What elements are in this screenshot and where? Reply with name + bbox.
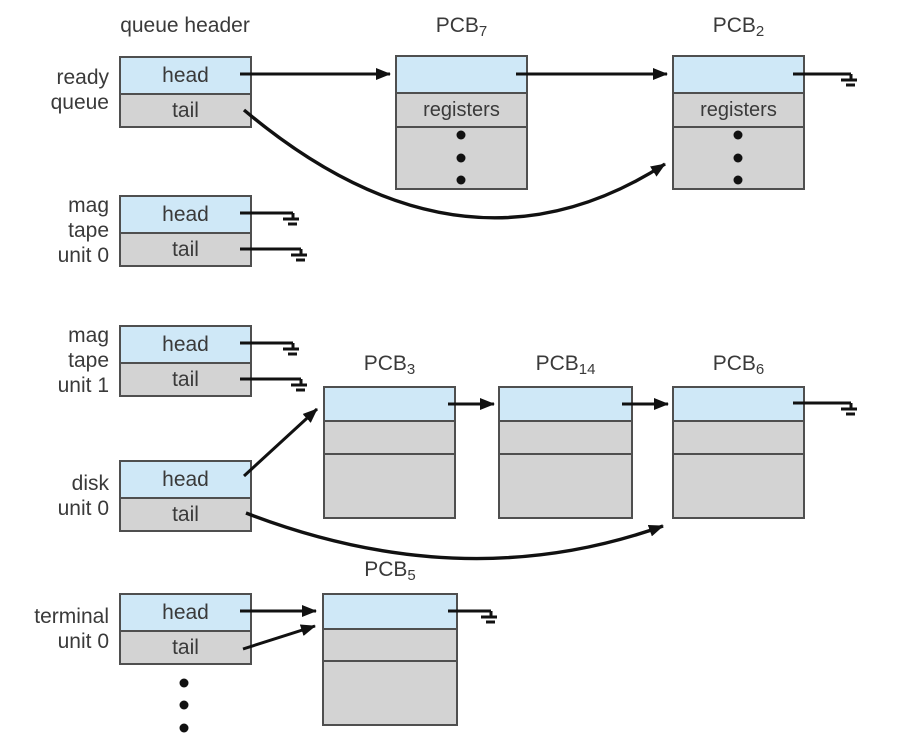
pcb6-title: PCB6	[672, 352, 805, 378]
pcb14-box	[498, 386, 633, 519]
pcb-body-cell	[500, 453, 631, 517]
tail-cell: tail	[121, 232, 250, 265]
ground-icon	[481, 611, 497, 624]
queue-box-mag-tape-1: head tail	[119, 325, 252, 397]
pcb3-title-text: PCB	[363, 352, 407, 375]
ground-icon	[283, 213, 299, 226]
label-line: unit 0	[57, 244, 109, 267]
ground-icon	[283, 343, 299, 356]
pcb-registers-cell	[325, 420, 454, 453]
ground-icon	[291, 249, 307, 262]
pcb-registers-cell	[324, 628, 456, 660]
pcb14-title: PCB14	[498, 352, 633, 378]
pcb-body-cell	[674, 453, 803, 517]
label-disk-unit-0: disk unit 0	[0, 471, 109, 521]
label-line: queue	[50, 91, 109, 114]
pcb14-title-text: PCB	[535, 352, 579, 375]
pcb6-box	[672, 386, 805, 519]
ground-icon	[841, 74, 857, 87]
pcb-registers-cell: registers	[674, 92, 803, 126]
queue-box-mag-tape-0: head tail	[119, 195, 252, 267]
pcb-link-cell	[500, 388, 631, 420]
pcb-body-cell	[324, 660, 456, 724]
pcb-link-cell	[397, 57, 526, 92]
label-line: tape	[68, 349, 109, 372]
label-ready-queue: ready queue	[0, 65, 109, 115]
head-cell: head	[121, 595, 250, 630]
pcb-registers-cell: registers	[397, 92, 526, 126]
label-line: terminal	[34, 605, 109, 628]
label-line: unit 0	[57, 630, 109, 653]
head-cell: head	[121, 58, 250, 93]
pcb3-title: PCB3	[323, 352, 456, 378]
pcb5-title: PCB5	[322, 558, 458, 584]
label-line: tape	[68, 219, 109, 242]
pcb2-title-text: PCB	[712, 14, 756, 37]
pcb3-title-sub: 3	[406, 361, 416, 378]
tail-cell: tail	[121, 497, 250, 530]
pcb7-title: PCB7	[395, 14, 528, 40]
label-line: unit 0	[57, 497, 109, 520]
pcb7-title-text: PCB	[435, 14, 479, 37]
pcb-body-cell	[325, 453, 454, 517]
label-line: mag	[68, 194, 109, 217]
vertical-ellipsis-more-queues	[179, 678, 189, 733]
label-terminal-unit-0: terminal unit 0	[0, 604, 109, 654]
pcb14-title-sub: 14	[578, 361, 596, 378]
pcb-registers-cell	[500, 420, 631, 453]
tail-cell: tail	[121, 630, 250, 663]
head-cell: head	[121, 327, 250, 362]
pcb-registers-cell	[674, 420, 803, 453]
pcb6-title-sub: 6	[755, 361, 765, 378]
tail-cell: tail	[121, 93, 250, 126]
head-cell: head	[121, 197, 250, 232]
pcb7-box: registers	[395, 55, 528, 190]
head-cell: head	[121, 462, 250, 497]
ground-icon	[291, 379, 307, 392]
queue-box-disk-0: head tail	[119, 460, 252, 532]
label-mag-tape-unit-1: mag tape unit 1	[0, 323, 109, 398]
queue-box-ready: head tail	[119, 56, 252, 128]
pcb3-box	[323, 386, 456, 519]
pcb2-box: registers	[672, 55, 805, 190]
pcb5-title-sub: 5	[407, 567, 416, 584]
queue-header-caption: queue header	[120, 14, 250, 37]
pcb7-title-sub: 7	[478, 23, 488, 40]
pcb5-box	[322, 593, 458, 726]
pcb2-title: PCB2	[672, 14, 805, 40]
arrow-disk-tail-to-pcb6	[245, 511, 664, 561]
pcb-body-cell	[674, 126, 803, 188]
pcb-link-cell	[325, 388, 454, 420]
pcb-link-cell	[674, 57, 803, 92]
label-line: ready	[56, 66, 109, 89]
tail-cell: tail	[121, 362, 250, 395]
label-mag-tape-unit-0: mag tape unit 0	[0, 193, 109, 268]
pcb-body-cell	[397, 126, 526, 188]
pcb-link-cell	[324, 595, 456, 628]
pcb-link-cell	[674, 388, 803, 420]
label-line: mag	[68, 324, 109, 347]
label-line: disk	[71, 472, 109, 495]
queue-box-terminal-0: head tail	[119, 593, 252, 665]
pcb5-title-text: PCB	[364, 558, 408, 581]
pcb2-title-sub: 2	[755, 23, 765, 40]
pcb6-title-text: PCB	[712, 352, 756, 375]
arrow-disk-head-to-pcb3	[242, 407, 319, 478]
ground-icon	[841, 403, 857, 416]
arrow-terminal-tail-to-pcb5	[242, 624, 316, 651]
label-line: unit 1	[57, 374, 109, 397]
